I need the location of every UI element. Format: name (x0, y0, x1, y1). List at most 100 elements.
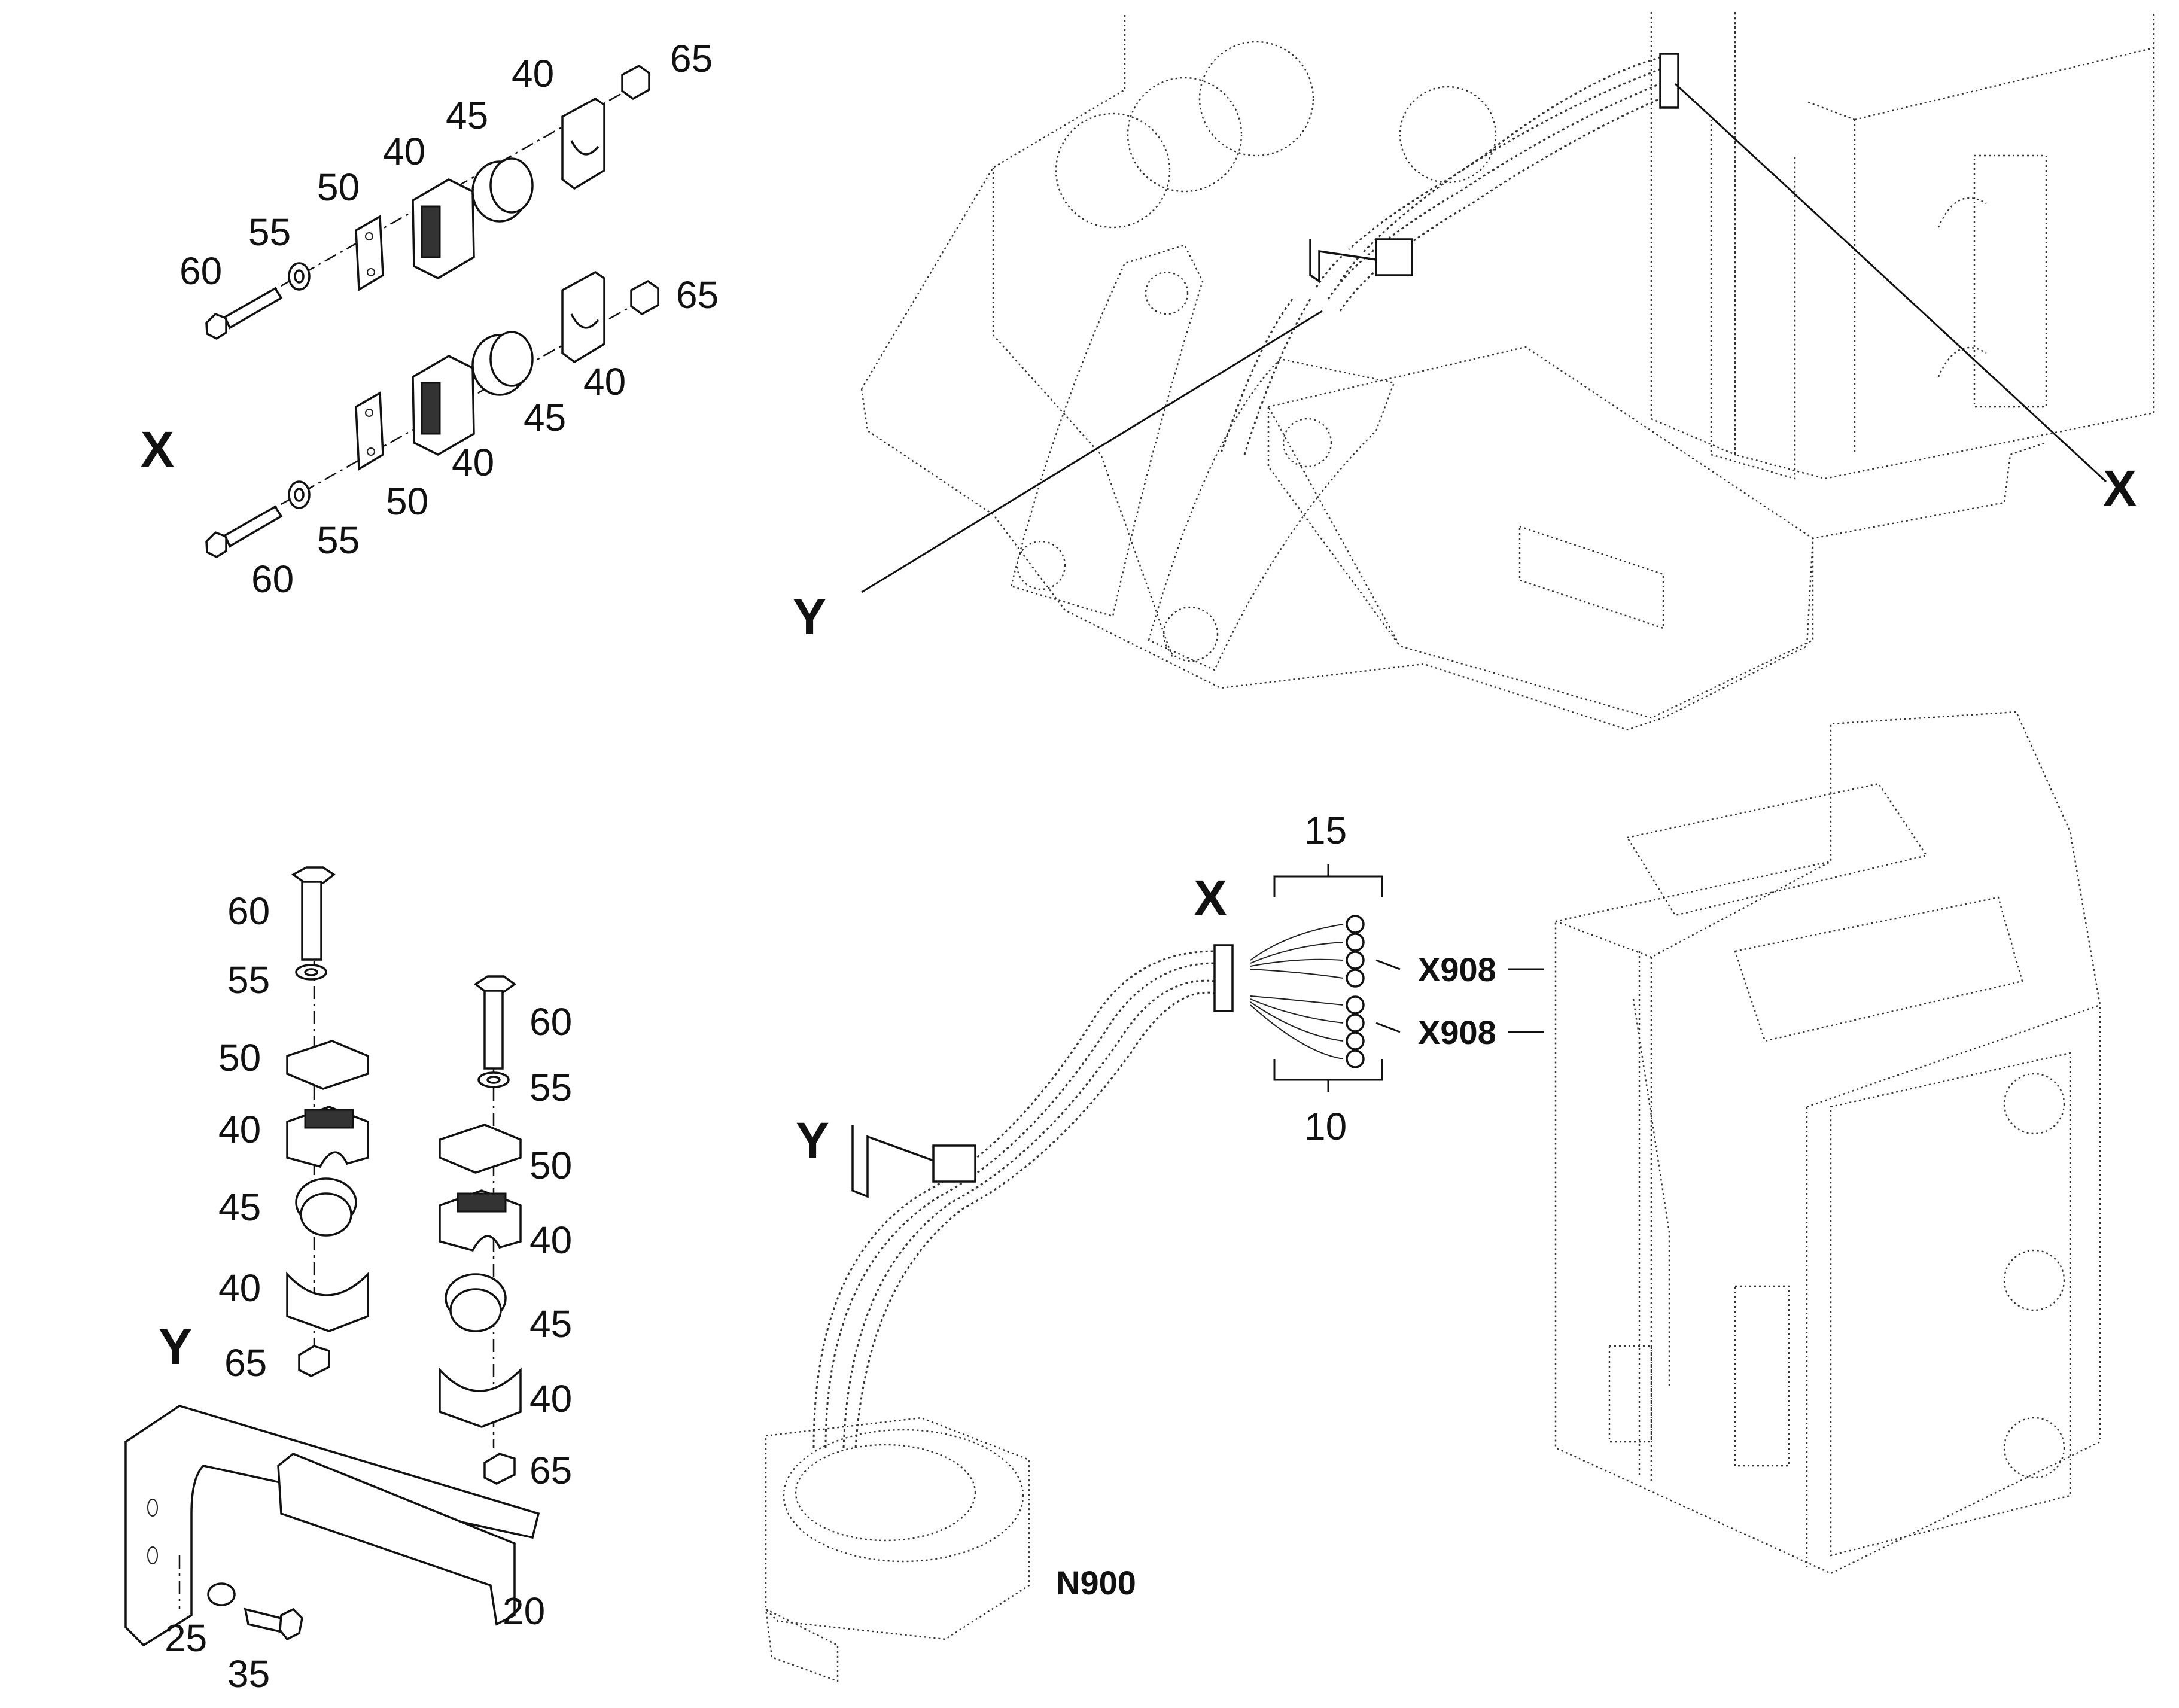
callout-50: 50 (529, 1144, 572, 1187)
clamp-grid-insert (457, 1192, 507, 1213)
exploded-view-x: 65 40 45 40 50 55 60 65 40 45 40 50 55 6… (141, 37, 719, 601)
view-label-y: Y (793, 589, 826, 645)
view-label-x: X (1194, 870, 1227, 926)
bolt-head (205, 312, 227, 340)
hose (812, 950, 1215, 1448)
clamp-half-rear (561, 270, 605, 364)
bolt-head (291, 866, 336, 884)
square-nut (298, 1345, 330, 1377)
connector-label-x908: X908 (1418, 951, 1496, 988)
cover-plate (439, 1124, 522, 1174)
bracket-y (124, 1405, 540, 1647)
machine-frame-view: X Y (793, 12, 2155, 731)
callout-45: 45 (446, 94, 488, 137)
bracket-channel (277, 1452, 516, 1626)
frame-opening (1198, 41, 1314, 157)
square-nut (483, 1453, 516, 1485)
callout-50: 50 (386, 480, 428, 523)
view-label-x: X (141, 421, 174, 477)
callout-65: 65 (670, 37, 713, 80)
callout-40: 40 (383, 130, 425, 173)
frame-opening (1055, 112, 1171, 229)
callout-40: 40 (583, 360, 626, 403)
callout-45: 45 (529, 1302, 572, 1345)
hose (1219, 299, 1294, 455)
cabinet (1734, 12, 2155, 480)
callout-45: 45 (524, 396, 566, 439)
leader-x908 (1375, 959, 1401, 970)
frame-opening (1399, 86, 1497, 184)
callout-60: 60 (227, 890, 270, 933)
callout-40: 40 (512, 52, 554, 95)
exploded-view-y: 60 55 50 40 45 40 65 60 55 50 40 45 40 6… (124, 866, 572, 1695)
group-bracket-15 (1273, 864, 1383, 897)
boom-arm (1010, 244, 1204, 617)
callout-40: 40 (452, 441, 494, 484)
clamp-grid-insert (304, 1109, 354, 1129)
leader-x908 (1375, 1022, 1401, 1033)
callout-40: 40 (529, 1377, 572, 1420)
square-nut (621, 64, 650, 101)
frame-opening (1127, 77, 1243, 193)
view-label-y: Y (159, 1319, 192, 1375)
callout-50: 50 (317, 166, 360, 209)
bolt-shank (223, 505, 283, 548)
hose (1327, 77, 1676, 300)
cover-plate (355, 391, 384, 471)
callout-60: 60 (179, 249, 222, 293)
callout-55: 55 (248, 211, 291, 254)
cover-plate (355, 215, 384, 292)
bolt-head (205, 531, 227, 559)
callout-15: 15 (1304, 809, 1347, 852)
bolt-head (473, 975, 516, 993)
bolt-shank (223, 287, 283, 330)
bolt-shank (301, 881, 322, 961)
view-label-y: Y (796, 1112, 829, 1168)
assembly-view: 15 10 X908 X908 X Y N900 (765, 711, 2101, 1682)
rotary-union-n900 (765, 1417, 1030, 1682)
clamp-half-lower (286, 1271, 369, 1332)
hose-clamp (1375, 238, 1413, 276)
callout-60: 60 (529, 1000, 572, 1043)
callout-35: 35 (227, 1652, 270, 1695)
mounting-bracket (851, 1125, 934, 1198)
turntable-platform (1267, 346, 1814, 719)
callout-20: 20 (503, 1590, 545, 1633)
callout-25: 25 (165, 1616, 207, 1660)
square-nut (630, 279, 659, 316)
callout-40: 40 (218, 1266, 261, 1310)
component-label-n900: N900 (1056, 1564, 1136, 1602)
connector-clamp (1213, 944, 1234, 1012)
hose (1339, 53, 1676, 282)
callout-10: 10 (1304, 1105, 1347, 1148)
hose-clamp (932, 1144, 976, 1183)
clamp-stack-right (439, 975, 522, 1485)
clamp-half-lower (439, 1367, 522, 1428)
callout-55: 55 (317, 519, 360, 562)
clamp-assembly-upper (205, 64, 650, 340)
mounting-bracket (1309, 239, 1401, 284)
callout-45: 45 (218, 1186, 261, 1229)
leader-line-y (861, 310, 1323, 593)
callout-65: 65 (676, 273, 719, 316)
callout-65: 65 (224, 1341, 267, 1384)
cover-plate (286, 1040, 369, 1090)
leader-line-x (1674, 83, 2107, 483)
callout-50: 50 (218, 1036, 261, 1079)
clamp-stack-left (286, 866, 369, 1377)
callout-40: 40 (529, 1219, 572, 1262)
bolt-head (279, 1607, 303, 1641)
callout-40: 40 (218, 1108, 261, 1151)
clamp-half-rear (561, 97, 605, 190)
callout-55: 55 (529, 1066, 572, 1109)
callout-60: 60 (251, 558, 294, 601)
connector-clamp (1659, 53, 1679, 109)
clamp-assembly-lower (205, 270, 659, 559)
view-label-x: X (2103, 460, 2137, 516)
clamp-grid-insert (421, 205, 441, 258)
clamp-grid-insert (421, 382, 441, 435)
boom-link (1148, 358, 1395, 671)
callout-65: 65 (529, 1449, 572, 1492)
washer (207, 1582, 236, 1606)
